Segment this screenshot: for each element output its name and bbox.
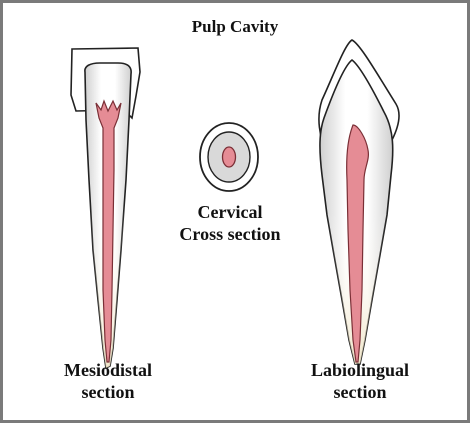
cervical-cross-section	[200, 123, 258, 191]
label-line: section	[38, 381, 178, 403]
cervical-cross-section-label: Cervical Cross section	[118, 201, 342, 245]
label-line: Labiolingual	[290, 359, 430, 381]
mesiodistal-section-label: Mesiodistal section	[38, 359, 178, 403]
labiolingual-section-label: Labiolingual section	[290, 359, 430, 403]
label-line: Mesiodistal	[38, 359, 178, 381]
label-line: Cross section	[118, 223, 342, 245]
label-line: Cervical	[118, 201, 342, 223]
cross-section-pulp	[223, 147, 236, 167]
label-line: section	[290, 381, 430, 403]
